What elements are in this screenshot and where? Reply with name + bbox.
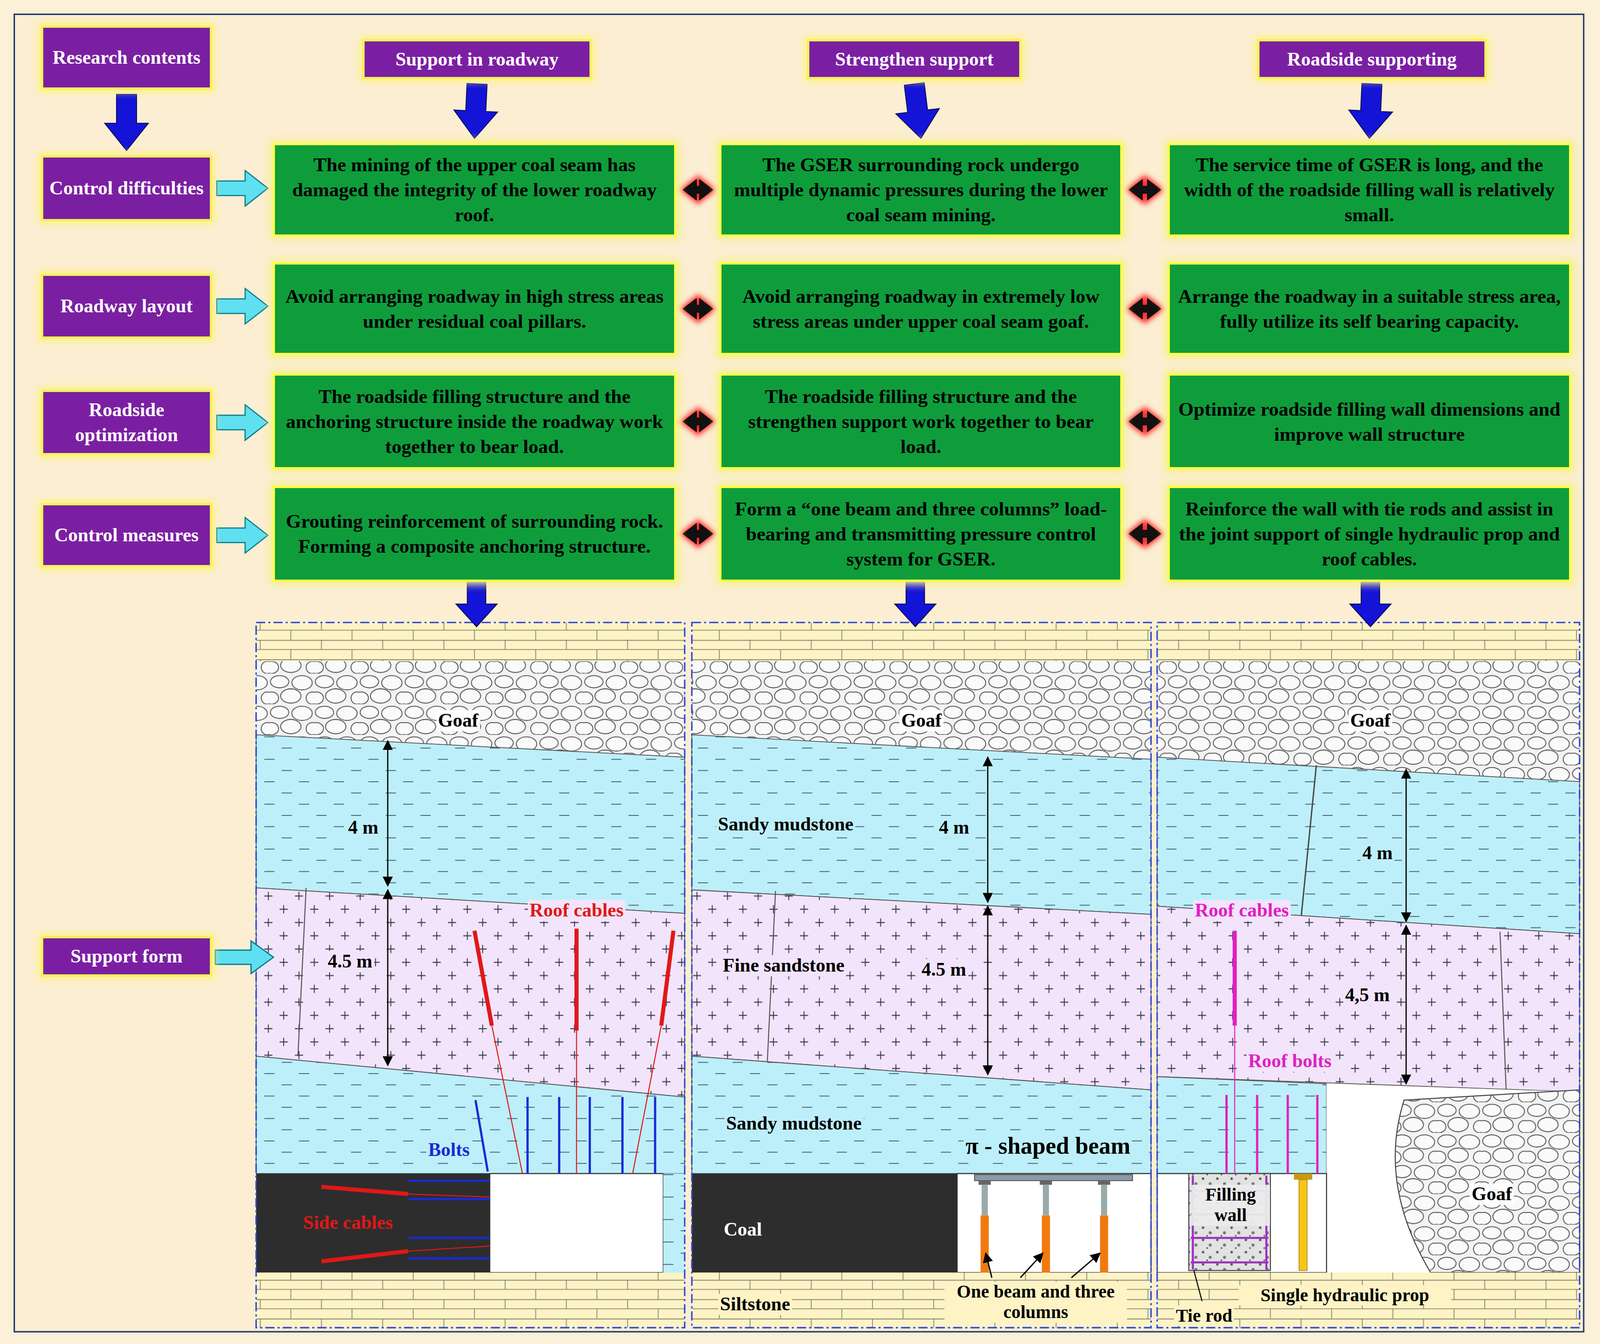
- box-text: Roadway layout: [60, 293, 194, 319]
- figure-label: Roof bolts: [1246, 1050, 1334, 1072]
- box-text: Optimize roadside filling wall dimension…: [1178, 396, 1562, 447]
- category-box: Control difficulties: [40, 155, 213, 222]
- figure-label: Coal: [721, 1219, 764, 1241]
- box-text: Avoid arranging roadway in high stress a…: [283, 283, 667, 334]
- connector-arrow: [895, 82, 940, 139]
- figure-label: 4 m: [937, 817, 972, 839]
- figure-label: Roof cables: [527, 899, 625, 921]
- content-box: Arrange the roadway in a suitable stress…: [1167, 262, 1572, 356]
- figure-label: Goaf: [1469, 1183, 1514, 1205]
- figure-label: Side cables: [301, 1211, 395, 1234]
- connector-arrow: [682, 411, 713, 432]
- figure-label: Sandy mudstone: [724, 1112, 864, 1135]
- category-box: Support in roadway: [362, 39, 592, 80]
- connector-arrow: [682, 523, 713, 544]
- figure-label: Tie rod: [1173, 1305, 1235, 1326]
- connector-arrow: [1348, 83, 1393, 138]
- box-text: Research contents: [52, 45, 201, 71]
- content-box: Avoid arranging roadway in extremely low…: [719, 262, 1123, 356]
- connector-arrow: [216, 288, 268, 325]
- figure-label: Bolts: [426, 1139, 472, 1161]
- content-box: The service time of GSER is long, and th…: [1167, 142, 1572, 237]
- connector-arrow: [1128, 523, 1162, 544]
- figure-label: Single hydraulic prop: [1238, 1284, 1452, 1306]
- figure-label: 4 m: [1360, 842, 1395, 864]
- figure-label: Sandy mudstone: [716, 813, 856, 836]
- connector-arrow: [104, 94, 149, 151]
- figure-label: 4 m: [346, 817, 381, 839]
- figure-label: 4.5 m: [919, 958, 969, 981]
- box-text: Form a “one beam and three columns” load…: [729, 496, 1112, 572]
- figure-label: One beam and three columns: [944, 1281, 1127, 1323]
- connector-arrow: [1128, 298, 1162, 320]
- figure-label: Fine sandstone: [721, 954, 847, 976]
- box-text: The mining of the upper coal seam has da…: [283, 152, 667, 228]
- figure-label: 4.5 m: [325, 950, 375, 972]
- box-text: Control measures: [54, 522, 199, 548]
- box-text: Roadside optimization: [47, 397, 206, 447]
- box-text: The GSER surrounding rock undergo multip…: [729, 152, 1112, 228]
- box-text: Arrange the roadway in a suitable stress…: [1178, 283, 1562, 334]
- figure-label: Roof cables: [1193, 899, 1291, 921]
- content-box: Form a “one beam and three columns” load…: [719, 485, 1123, 582]
- connector-arrow: [682, 179, 713, 201]
- category-box: Roadside optimization: [40, 389, 213, 455]
- content-box: Grouting reinforcement of surrounding ro…: [272, 485, 677, 582]
- box-text: Roadside supporting: [1287, 46, 1457, 72]
- category-box: Research contents: [40, 25, 213, 90]
- box-text: Grouting reinforcement of surrounding ro…: [283, 508, 667, 559]
- figure-label: 4,5 m: [1343, 984, 1392, 1006]
- category-box: Control measures: [40, 502, 213, 568]
- figure-label: Goaf: [899, 709, 944, 732]
- connector-arrow: [216, 517, 268, 554]
- category-box: Strengthen support: [807, 39, 1022, 80]
- content-box: The GSER surrounding rock undergo multip…: [719, 142, 1123, 237]
- content-box: Optimize roadside filling wall dimension…: [1167, 373, 1572, 470]
- figure-label: Filling wall: [1191, 1184, 1271, 1226]
- content-box: Reinforce the wall with tie rods and ass…: [1167, 485, 1572, 582]
- figure-label: Goaf: [436, 709, 481, 732]
- connector-arrow: [216, 170, 268, 207]
- box-text: Avoid arranging roadway in extremely low…: [729, 283, 1112, 334]
- box-text: Support form: [70, 943, 183, 969]
- connector-arrow: [1128, 411, 1162, 432]
- category-box: Roadside supporting: [1257, 39, 1487, 80]
- content-box: The roadside filling structure and the a…: [272, 373, 677, 470]
- figure-label: π - shaped beam: [963, 1132, 1133, 1159]
- connector-arrow: [216, 404, 268, 441]
- box-text: Reinforce the wall with tie rods and ass…: [1178, 496, 1562, 572]
- connector-arrow: [682, 298, 713, 320]
- content-box: The mining of the upper coal seam has da…: [272, 142, 677, 237]
- content-box: Avoid arranging roadway in high stress a…: [272, 262, 677, 356]
- connector-arrow: [453, 83, 498, 138]
- box-text: Strengthen support: [835, 46, 994, 72]
- box-text: The roadside filling structure and the a…: [283, 383, 667, 459]
- content-box: The roadside filling structure and the s…: [719, 373, 1123, 470]
- box-text: Support in roadway: [395, 46, 559, 72]
- figure-label: Goaf: [1348, 709, 1393, 732]
- connector-arrow: [1128, 179, 1162, 201]
- category-box: Support form: [40, 935, 213, 977]
- box-text: Control difficulties: [49, 175, 204, 201]
- box-text: The roadside filling structure and the s…: [729, 383, 1112, 459]
- figure-label: Siltstone: [718, 1293, 793, 1315]
- box-text: The service time of GSER is long, and th…: [1178, 152, 1562, 228]
- category-box: Roadway layout: [40, 273, 213, 339]
